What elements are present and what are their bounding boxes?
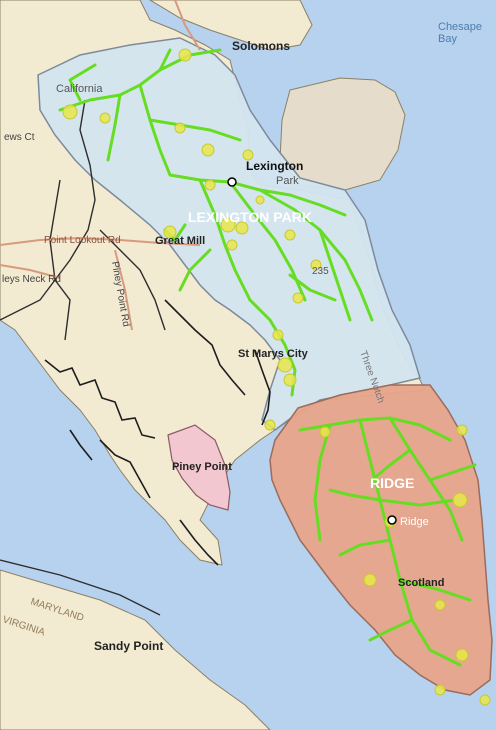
- roads: [0, 0, 201, 331]
- label-st-marys-city: St Marys City: [238, 348, 309, 360]
- label-lexington-park-district: LEXINGTON PARK: [188, 209, 312, 225]
- land-calvert: [149, 0, 313, 51]
- land-virginia: [0, 569, 271, 730]
- label-ews-ct: ews Ct: [4, 132, 35, 143]
- label-lexington: Lexington: [246, 159, 303, 173]
- boundary-lines: [0, 99, 166, 616]
- label-scotland: Scotland: [398, 577, 444, 589]
- ridge-marker[interactable]: [387, 515, 397, 525]
- label-route-235: 235: [312, 266, 329, 277]
- label-ridge-district: RIDGE: [370, 475, 414, 491]
- lexington-marker[interactable]: [227, 177, 237, 187]
- coastline-detail: [44, 299, 271, 566]
- label-point-lookout-rd: Point Lookout Rd: [44, 235, 121, 246]
- label-sandy-point: Sandy Point: [94, 639, 163, 653]
- label-ridge: Ridge: [400, 516, 429, 528]
- zone-piney-point[interactable]: [167, 424, 231, 511]
- label-california: California: [56, 83, 103, 95]
- label-piney-point: Piney Point: [172, 461, 232, 473]
- label-solomons: Solomons: [232, 39, 290, 53]
- label-leys-neck-rd: leys Neck Rd: [2, 274, 61, 285]
- zone-lexington-park[interactable]: [37, 37, 421, 431]
- label-great-mills: Great Mill: [155, 235, 205, 247]
- label-park: Park: [276, 175, 299, 187]
